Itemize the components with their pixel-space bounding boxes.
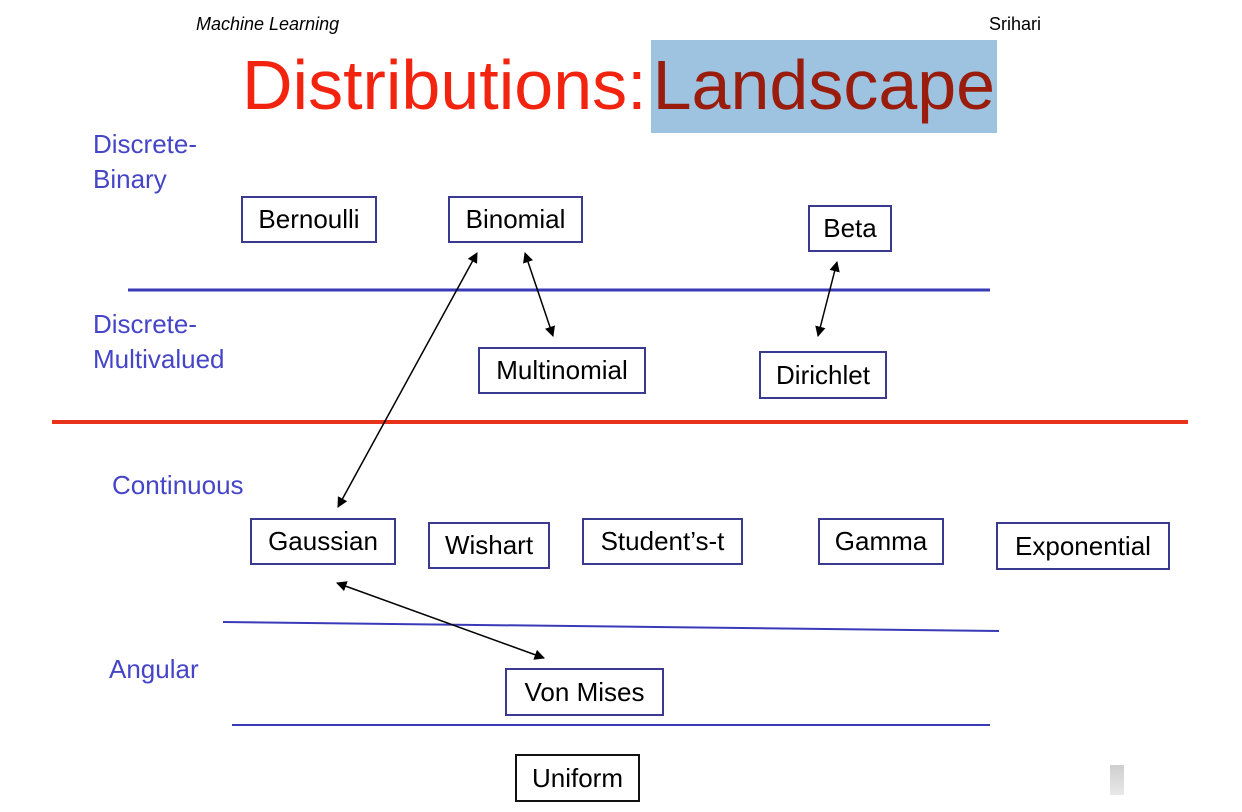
slide-title: Distributions:Landscape	[242, 40, 998, 133]
title-highlighted-text: Landscape	[650, 40, 998, 133]
node-students-t: Student’s-t	[582, 518, 743, 565]
node-gaussian: Gaussian	[250, 518, 396, 565]
section-label-angular: Angular	[109, 654, 199, 684]
node-von-mises: Von Mises	[505, 668, 664, 716]
title-text: Distributions:	[242, 46, 647, 124]
node-gamma: Gamma	[818, 518, 944, 565]
node-uniform: Uniform	[515, 754, 640, 802]
node-bernoulli: Bernoulli	[241, 196, 377, 243]
section-label-discrete-binary: Discrete- Binary	[93, 129, 198, 194]
arrow-binomial-multinomial	[523, 252, 555, 337]
slide-corner-mark	[1110, 765, 1124, 795]
course-name: Machine Learning	[196, 14, 340, 34]
node-dirichlet: Dirichlet	[759, 351, 887, 399]
author-name: Srihari	[989, 14, 1042, 34]
node-exponential: Exponential	[996, 522, 1170, 570]
section-label-discrete-multivalued: Discrete- Multivalued	[93, 309, 225, 374]
node-binomial: Binomial	[448, 196, 583, 243]
node-multinomial: Multinomial	[478, 347, 646, 394]
divider-continuous-angular	[222, 621, 1000, 632]
arrow-beta-dirichlet	[815, 260, 840, 338]
arrow-binomial-gaussian	[337, 252, 478, 508]
arrow-gaussian-von-mises	[336, 581, 545, 660]
node-wishart: Wishart	[428, 522, 550, 569]
node-beta: Beta	[808, 205, 892, 252]
section-label-continuous: Continuous	[112, 470, 244, 500]
